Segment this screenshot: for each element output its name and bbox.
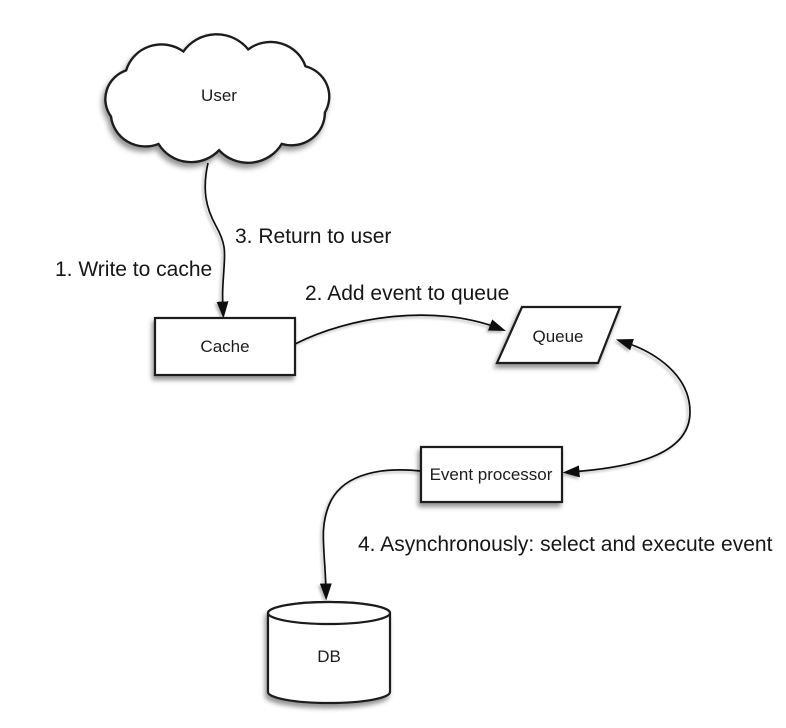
node-user: User [104, 33, 331, 164]
edge-event-processor-to-db [319, 469, 422, 601]
db-cylinder-top [266, 600, 392, 626]
node-event-processor: Event processor [419, 445, 564, 504]
cache-label: Cache [200, 337, 249, 356]
node-queue: Queue [495, 305, 622, 365]
event-processor-label: Event processor [430, 465, 553, 484]
edge-user-to-cache [204, 162, 229, 319]
event-processor-box-shape [419, 445, 564, 504]
node-cache: Cache [153, 316, 297, 377]
label-step-1: 1. Write to cache [55, 258, 212, 281]
edge-cache-to-queue [294, 314, 506, 345]
label-step-3: 3. Return to user [235, 225, 391, 248]
node-db: DB [266, 600, 392, 705]
user-label: User [201, 86, 237, 105]
user-cloud-shape [104, 33, 331, 164]
queue-parallelogram-shape [495, 305, 622, 365]
edge-queue-to-event-processor [562, 338, 691, 478]
cache-box-shape [153, 316, 297, 377]
db-label: DB [317, 647, 341, 666]
edges-layer [204, 162, 691, 601]
label-step-2: 2. Add event to queue [305, 282, 509, 305]
queue-label: Queue [532, 327, 583, 346]
label-step-4: 4. Asynchronously: select and execute ev… [358, 533, 773, 556]
